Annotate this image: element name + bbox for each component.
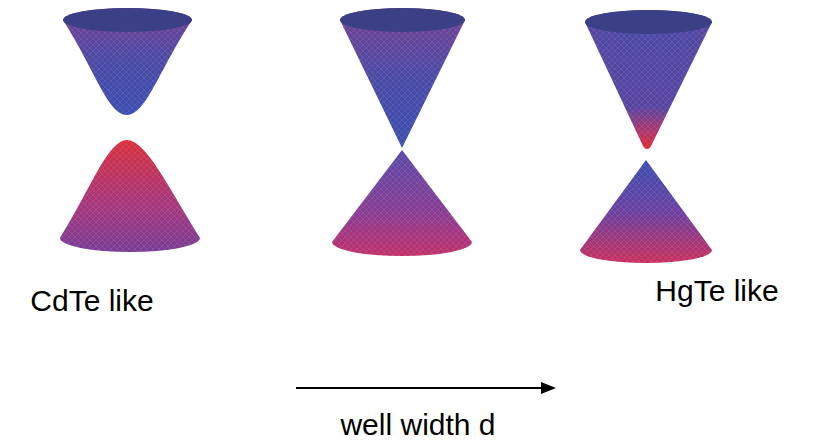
material-label: HgTe like [655, 274, 778, 307]
material-label: CdTe like [30, 284, 153, 317]
axis-label: well width d [340, 408, 495, 441]
